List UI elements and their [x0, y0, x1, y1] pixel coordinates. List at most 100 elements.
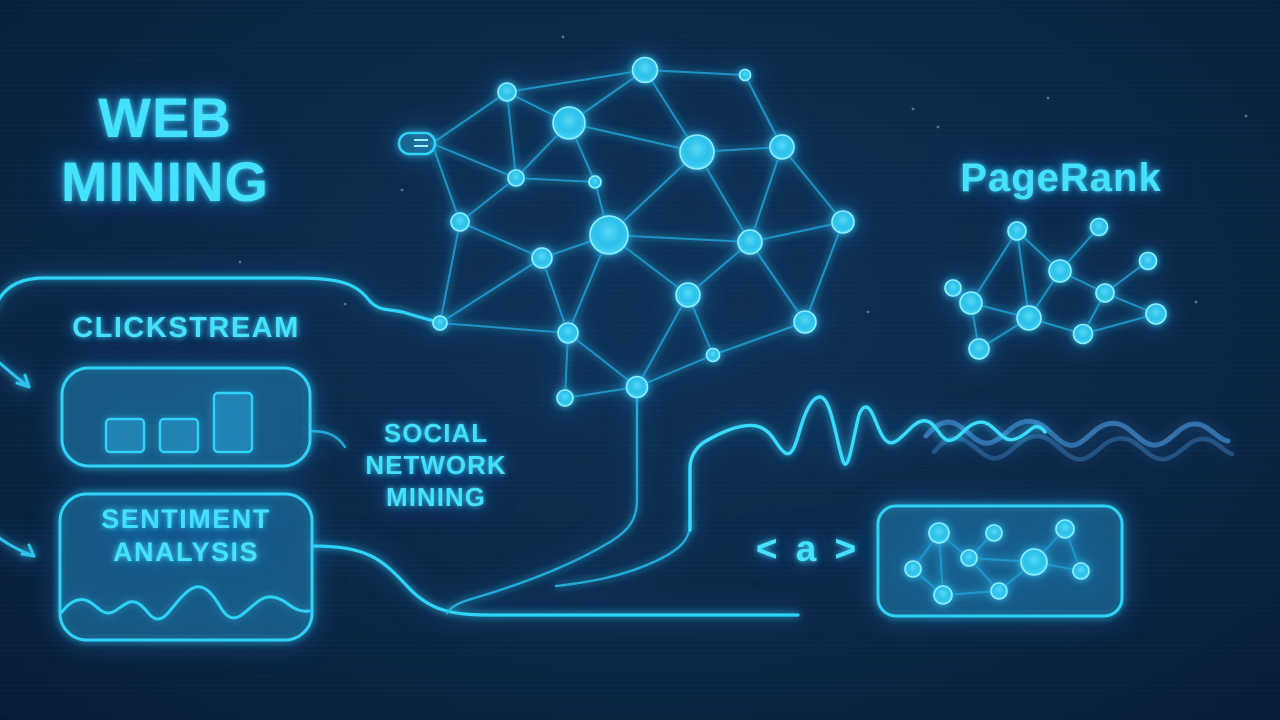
sentiment-panel — [58, 492, 314, 642]
graph-node — [1145, 303, 1167, 325]
star-dot — [400, 188, 404, 192]
graph-node — [1072, 562, 1090, 580]
page-title: WEB MINING — [40, 86, 290, 214]
social-line-1: SOCIAL — [383, 418, 489, 448]
social-line-2: NETWORK — [365, 450, 507, 480]
graph-edge — [1082, 313, 1157, 335]
graph-edge — [459, 221, 543, 259]
graph-node — [1138, 251, 1158, 271]
sentiment-line-2: ANALYSIS — [112, 537, 260, 567]
title-line-1: WEB — [98, 86, 232, 149]
graph-node — [737, 229, 763, 255]
graph-node — [769, 134, 795, 160]
graph-node — [705, 347, 721, 363]
graph-node — [959, 291, 983, 315]
graph-node — [1020, 548, 1048, 576]
graph-edge — [608, 234, 751, 243]
graph-node — [1089, 217, 1109, 237]
graph-edge — [744, 74, 783, 148]
clickstream-bar — [212, 391, 254, 454]
arrow-to-sentiment — [0, 536, 36, 558]
graph-edge — [431, 142, 517, 179]
star-dot — [1194, 300, 1198, 304]
graph-edge — [431, 142, 461, 223]
dim-wave-upper — [923, 418, 1231, 448]
graph-edge — [804, 221, 844, 323]
network-trunk-connector — [445, 394, 639, 615]
sentiment-connector — [310, 544, 800, 617]
graph-node — [556, 389, 574, 407]
graph-node — [944, 279, 962, 297]
graph-node — [679, 134, 715, 170]
graph-node — [631, 56, 659, 84]
graph-edge — [749, 146, 783, 243]
graph-node — [738, 68, 752, 82]
graph-edge — [541, 257, 569, 334]
flow-connectors — [0, 276, 800, 617]
graph-node — [588, 175, 602, 189]
star-dot — [866, 310, 870, 314]
graph-edge — [712, 321, 806, 356]
graph-node — [589, 215, 629, 255]
sentiment-wave-line — [60, 585, 311, 621]
graph-node — [793, 310, 817, 334]
graph-node — [968, 338, 990, 360]
url-capsule-node — [397, 131, 437, 156]
graph-node — [557, 322, 579, 344]
graph-node — [507, 169, 525, 187]
title-line-2: MINING — [60, 150, 270, 213]
graph-edge — [564, 332, 569, 399]
graph-node — [1055, 519, 1075, 539]
graph-node — [1007, 221, 1027, 241]
graph-edge — [439, 221, 461, 324]
graph-node — [904, 560, 922, 578]
social-line-3: MINING — [386, 482, 486, 512]
star-field — [238, 35, 1248, 314]
graph-edge — [506, 91, 517, 179]
central-network-graph — [397, 56, 855, 407]
signal-waves — [688, 395, 1235, 532]
pagerank-label: PageRank — [960, 156, 1162, 200]
graph-edge — [608, 151, 698, 236]
clickstream-bar — [104, 417, 146, 454]
graph-edge — [506, 69, 646, 93]
graph-edge — [439, 257, 543, 324]
graph-edge — [644, 69, 746, 76]
arrow-to-clickstream — [0, 361, 31, 389]
graph-node — [432, 315, 448, 331]
star-dot — [343, 302, 347, 306]
graph-node — [990, 582, 1008, 600]
graph-node — [552, 106, 586, 140]
star-dot — [1244, 114, 1248, 118]
clickstream-connector — [309, 429, 347, 449]
pagerank-network-graph — [944, 217, 1167, 360]
dim-wave-lower — [931, 434, 1235, 462]
graph-edge — [564, 386, 638, 399]
graph-node — [1072, 323, 1094, 345]
graph-edge — [568, 122, 698, 153]
clickstream-bar — [158, 417, 200, 454]
top-bracket-connector — [0, 276, 440, 324]
graph-node — [450, 212, 470, 232]
anchor-network-graph — [904, 519, 1090, 605]
anchor-tag-label: < a > — [755, 528, 861, 569]
graph-edge — [439, 322, 569, 334]
capsule-detail-icon — [414, 139, 428, 147]
graph-edge — [636, 294, 689, 388]
graph-edge — [636, 354, 714, 388]
clickstream-label: CLICKSTREAM — [72, 312, 300, 344]
clickstream-bar-chart — [104, 391, 254, 454]
graph-node — [1016, 305, 1042, 331]
bright-signal-wave — [688, 395, 1047, 532]
graph-edge — [749, 221, 844, 243]
graph-edge — [459, 177, 517, 223]
graph-node — [985, 524, 1003, 542]
graph-edge — [970, 230, 1018, 304]
star-dot — [238, 260, 242, 264]
graph-node — [831, 210, 855, 234]
graph-edge — [431, 91, 508, 145]
star-dot — [936, 125, 940, 129]
star-dot — [911, 107, 915, 111]
graph-edge — [749, 241, 806, 323]
